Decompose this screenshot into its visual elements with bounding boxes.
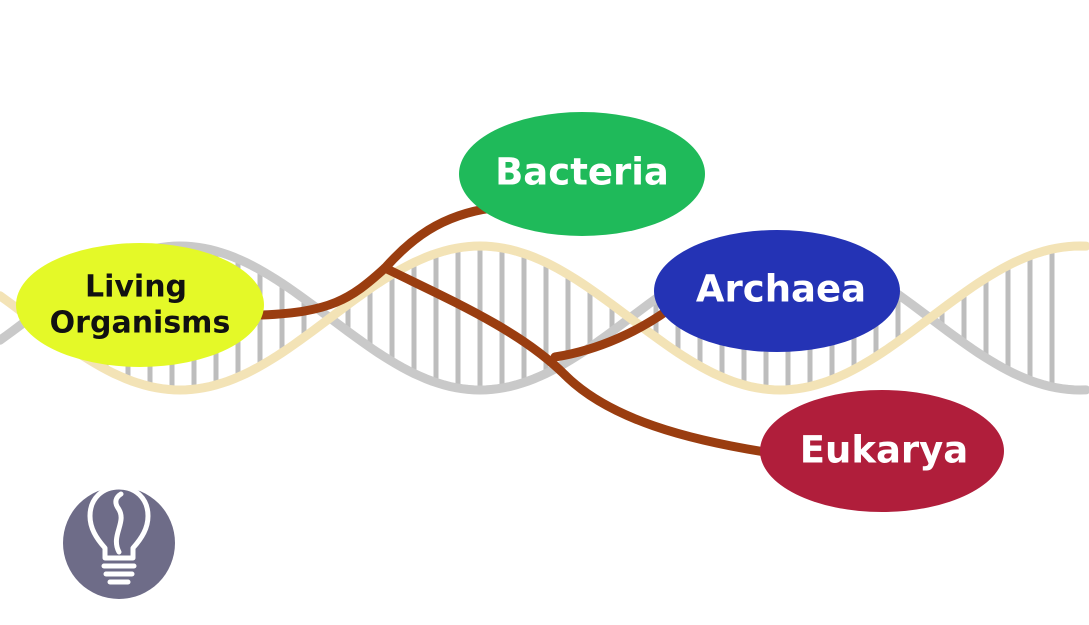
node-bacteria-shape xyxy=(459,112,705,236)
tree-branches xyxy=(257,203,770,457)
lightbulb-icon xyxy=(87,484,151,585)
node-bacteria[interactable]: Bacteria xyxy=(459,112,705,236)
node-eukarya-label: Eukarya xyxy=(800,429,969,472)
node-archaea-shape xyxy=(654,230,900,352)
node-archaea[interactable]: Archaea xyxy=(654,230,900,352)
node-living-organisms-label-line1: Living xyxy=(85,270,187,305)
branch-root-to-split xyxy=(257,263,390,320)
node-living-organisms-shape xyxy=(16,243,264,367)
node-living-organisms[interactable]: Living Organisms xyxy=(16,243,264,367)
branch-to-eukaryote-archaea xyxy=(380,263,570,380)
branch-to-eukarya xyxy=(560,370,770,457)
logo xyxy=(63,484,175,599)
branch-to-bacteria xyxy=(380,203,497,273)
node-bacteria-label: Bacteria xyxy=(495,151,669,194)
node-archaea-label: Archaea xyxy=(696,268,866,311)
branch-to-archaea xyxy=(550,305,673,362)
dna-strand-front xyxy=(0,241,1089,395)
node-eukarya-shape xyxy=(760,390,1004,512)
node-eukarya[interactable]: Eukarya xyxy=(760,390,1004,512)
dna-strand-back xyxy=(0,241,1089,395)
node-living-organisms-label-line2: Organisms xyxy=(50,306,231,341)
